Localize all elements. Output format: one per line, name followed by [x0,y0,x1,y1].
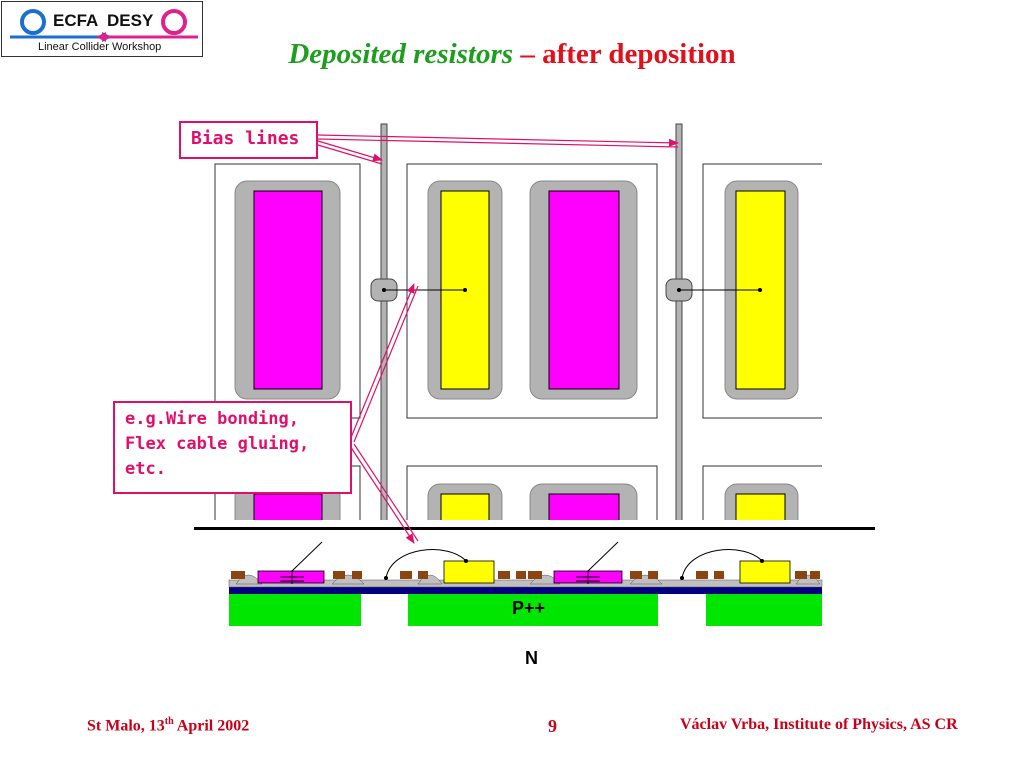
title-part-2: after deposition [542,38,736,70]
magenta-pad [548,493,620,520]
separator-line [194,527,875,530]
wire-dot [464,559,468,563]
footer-ordinal: th [164,716,174,727]
n-substrate-label: N [525,648,538,668]
metal-contact [810,571,820,579]
capacitor-symbol [280,541,323,584]
bias-line [380,123,388,520]
metal-contact [498,571,510,579]
bias-line [675,123,683,520]
metal-contact [528,571,542,579]
capacitor-symbol [576,541,619,584]
callout-line-3: etc. [125,459,166,479]
logo-graphic [10,9,198,42]
footer-venue-date: St Malo, 13th April 2002 [87,716,249,735]
wire-dot [758,288,762,292]
p-plus-implant [706,593,822,626]
wire-bond [385,549,467,579]
cross-section [228,541,823,626]
magenta-pad [548,190,620,390]
footer-date: April 2002 [173,717,250,735]
footer-venue: St Malo, 13 [87,717,165,735]
metal-contact [714,571,724,579]
wire-dot [463,288,467,292]
magenta-pad [253,190,323,390]
metal-contact [400,571,412,579]
yellow-pad [735,493,786,520]
metal-contact [352,571,362,579]
navy-layer [229,584,822,594]
yellow-bond-pad [739,560,791,584]
wire-dot [677,288,681,292]
callout-line-1: e.g.Wire bonding, [125,409,299,429]
metal-contact [231,571,245,579]
magenta-pad [253,493,323,520]
callout-line-2: Flex cable gluing, [125,434,310,454]
yellow-bond-pad [443,560,495,584]
wire-dot [382,288,386,292]
p-plus-implant [408,593,658,626]
wire-bond [681,549,763,579]
metal-contact [696,571,708,579]
metal-contact [630,571,642,579]
p-plus-implant [229,593,361,626]
wire-bonding-callout: e.g.Wire bonding, Flex cable gluing, etc… [113,401,352,494]
logo-tagline: Linear Collider Workshop [38,41,162,53]
metal-contact [333,571,345,579]
footer-author: Václav Vrba, Institute of Physics, AS CR [680,716,958,733]
top-view [214,123,822,520]
callout-leaders [317,134,679,544]
oxide-layer [228,579,823,588]
bias-lines-label: Bias lines [191,128,300,149]
slide-title: Deposited resistors – after deposition [0,38,1024,71]
wire-dot [680,576,684,580]
metal-contact [516,571,526,579]
title-part-1: Deposited resistors [288,38,514,70]
metal-contact [795,571,807,579]
ecfa-desy-logo: ECFA DESY Linear Collider Workshop [1,1,203,57]
metal-contact [648,571,658,579]
page-number: 9 [548,716,557,736]
title-separator: – [513,38,543,70]
p-plus-label: P++ [512,598,546,618]
logo-ecfa: ECFA [53,11,99,30]
bias-lines-callout: Bias lines [179,121,318,159]
wire-dot [384,576,388,580]
metal-contact [418,571,428,579]
logo-desy: DESY [107,11,154,30]
yellow-pad [440,493,490,520]
wire-dot [760,559,764,563]
